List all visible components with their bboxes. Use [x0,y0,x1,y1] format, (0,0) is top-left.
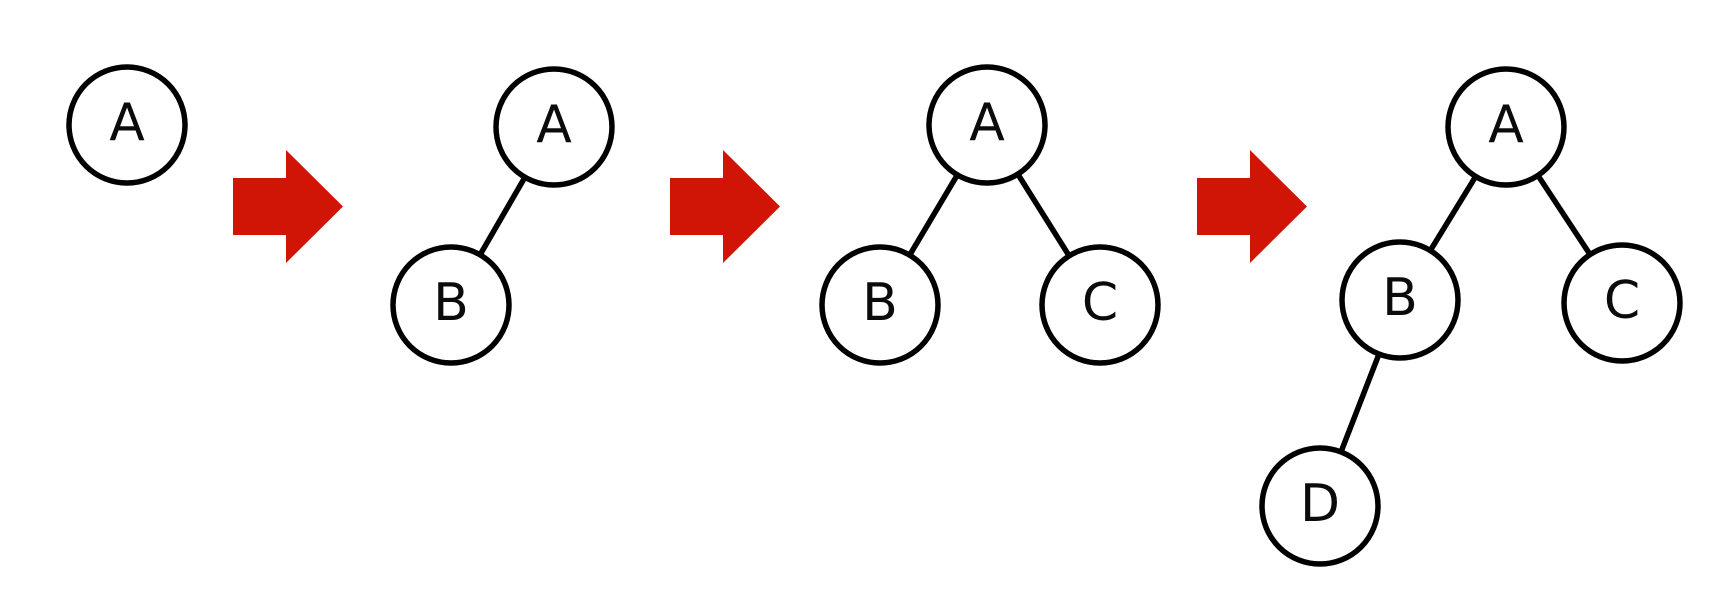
node-circle [493,66,615,188]
node-label: A [969,93,1005,153]
node-circle [1339,239,1461,361]
node-label: A [536,95,572,155]
tree-node-c: C [1561,242,1683,364]
node-circle [926,64,1048,186]
node-circle [390,244,512,366]
tree-node-c: C [1039,244,1161,366]
node-label: B [433,273,469,333]
right-arrow-icon [233,150,343,263]
node-label: C [1604,271,1640,331]
stage-1-tree: A [66,64,188,186]
node-circle [1445,66,1567,188]
node-circle [1259,445,1381,567]
node-label: B [862,273,898,333]
tree-node-b: B [1339,239,1461,361]
right-arrow-icon [1197,150,1307,263]
node-label: D [1300,474,1340,534]
node-circle [66,64,188,186]
node-circle [1561,242,1683,364]
node-label: A [1488,95,1524,155]
node-label: A [109,93,145,153]
node-label: B [1382,268,1418,328]
stage-3-tree: A B C [819,64,1161,366]
right-arrow-icon [670,150,780,263]
stage-4-tree: A B C D [1259,66,1683,567]
node-circle [1039,244,1161,366]
tree-node-b: B [819,244,941,366]
tree-node-d: D [1259,445,1381,567]
node-label: C [1082,273,1118,333]
tree-node-a: A [66,64,188,186]
tree-node-a: A [926,64,1048,186]
tree-node-a: A [1445,66,1567,188]
tree-node-b: B [390,244,512,366]
node-circle [819,244,941,366]
tree-node-a: A [493,66,615,188]
stage-2-tree: A B [390,66,615,366]
